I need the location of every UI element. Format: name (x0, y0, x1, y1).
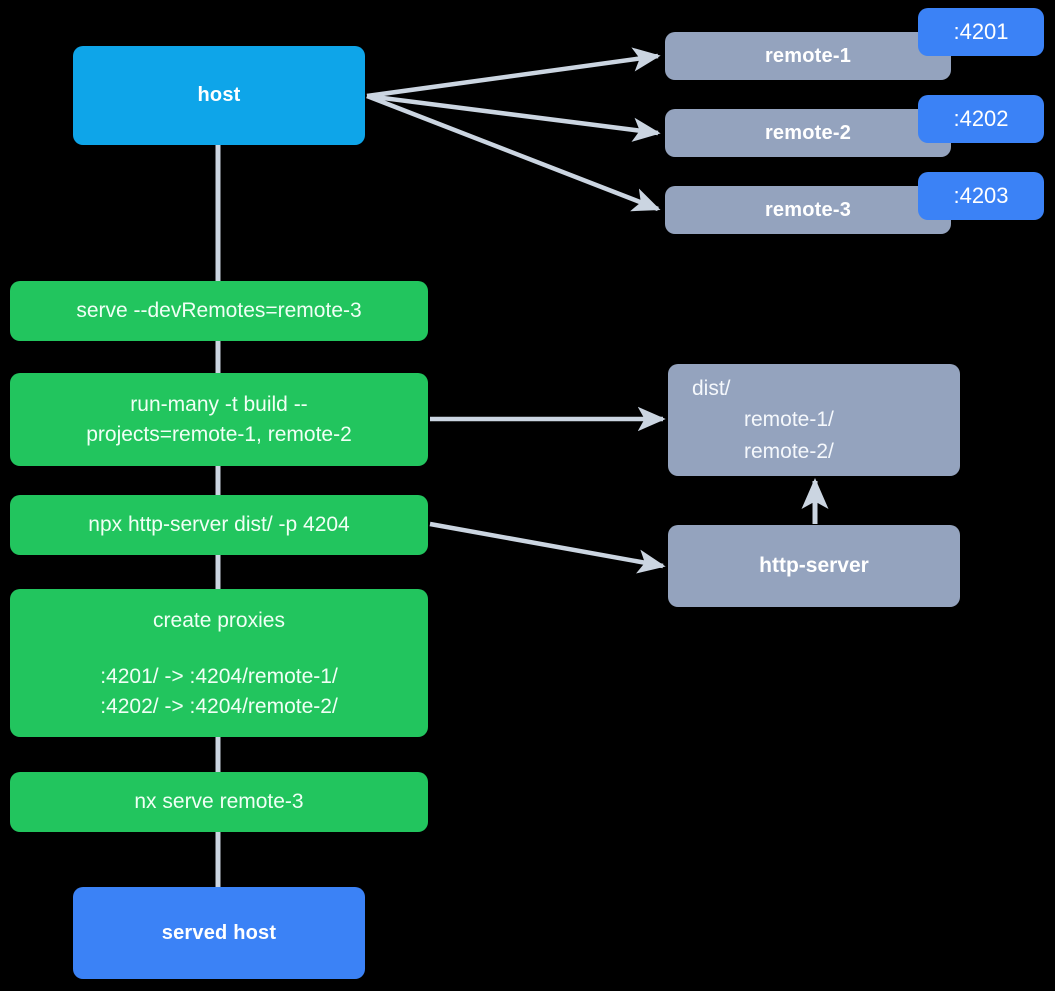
edge-host-to-remote-1 (366, 47, 661, 99)
node-command-create-proxies-mappings: :4201/ -> :4204/remote-1/ :4202/ -> :420… (100, 662, 338, 722)
node-command-npx-http-server-label: npx http-server dist/ -p 4204 (88, 513, 350, 537)
node-command-npx-http-server[interactable]: npx http-server dist/ -p 4204 (10, 495, 428, 555)
node-http-server[interactable]: http-server (668, 525, 960, 607)
port-badge-remote-3[interactable]: :4203 (918, 172, 1044, 220)
node-command-create-proxies[interactable]: create proxies :4201/ -> :4204/remote-1/… (10, 589, 428, 737)
node-command-create-proxies-title: create proxies (153, 609, 285, 632)
node-command-serve-devremotes-label: serve --devRemotes=remote-3 (76, 299, 362, 323)
dist-child-remote-1: remote-1/ (744, 408, 834, 432)
port-badge-remote-1[interactable]: :4201 (918, 8, 1044, 56)
dist-root-label: dist/ (692, 376, 731, 400)
node-http-server-label: http-server (759, 554, 869, 577)
proxy-mapping-2: :4202/ -> :4204/remote-2/ (100, 694, 338, 718)
edge-npx-to-httpserver (429, 521, 666, 574)
port-badge-remote-2[interactable]: :4202 (918, 95, 1044, 143)
proxy-mapping-1: :4201/ -> :4204/remote-1/ (100, 664, 338, 688)
port-badge-remote-3-label: :4203 (953, 183, 1009, 208)
port-badge-remote-2-label: :4202 (953, 106, 1009, 131)
node-command-nx-serve-remote-3[interactable]: nx serve remote-3 (10, 772, 428, 832)
node-command-nx-serve-remote-3-label: nx serve remote-3 (134, 790, 304, 814)
node-served-host[interactable]: served host (73, 887, 365, 979)
node-dist-folder[interactable]: dist/ remote-1/ remote-2/ (668, 364, 960, 476)
node-remote-1[interactable]: remote-1 (665, 32, 951, 80)
node-command-run-many-line1: run-many -t build -- (130, 392, 308, 416)
port-badge-remote-1-label: :4201 (953, 19, 1009, 44)
node-remote-3-label: remote-3 (764, 198, 852, 221)
dist-child-remote-2: remote-2/ (744, 439, 834, 463)
node-remote-2-label: remote-2 (764, 121, 852, 144)
node-command-serve-devremotes[interactable]: serve --devRemotes=remote-3 (10, 281, 428, 341)
node-remote-2[interactable]: remote-2 (665, 109, 951, 157)
node-host-label: host (197, 84, 241, 106)
node-host[interactable]: host (73, 46, 365, 145)
node-remote-1-label: remote-1 (764, 44, 852, 67)
node-command-run-many[interactable]: run-many -t build -- projects=remote-1, … (10, 373, 428, 466)
node-served-host-label: served host (161, 921, 277, 944)
node-remote-3[interactable]: remote-3 (665, 186, 951, 234)
edge-host-to-remote-2 (366, 93, 661, 142)
node-command-run-many-line2: projects=remote-1, remote-2 (86, 422, 352, 446)
edge-host-to-remote-3 (366, 93, 661, 212)
